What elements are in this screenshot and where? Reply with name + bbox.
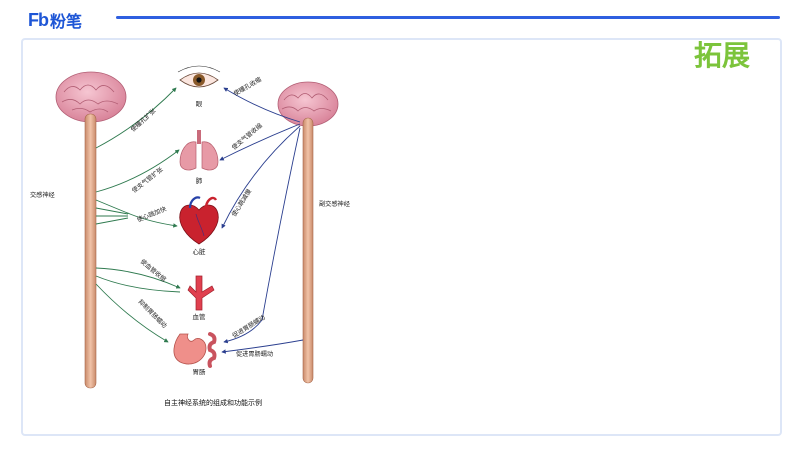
right-brain-icon [277, 81, 339, 127]
organ-label-eye: 眼 [196, 100, 203, 108]
organ-label-lung: 肺 [196, 177, 203, 185]
sympathetic-pathways [95, 87, 181, 343]
sym-path-heart [95, 199, 178, 228]
lung-icon [179, 130, 219, 171]
heart-icon [179, 196, 219, 245]
para-path-lung [219, 123, 301, 161]
para-path-heart [221, 125, 301, 229]
sym-label-bronchus: 使支气管扩张 [130, 165, 165, 195]
parasympathetic-nerve-label: 副交感神经 [319, 200, 350, 208]
para-label-gut-lower: 促进胃肠蠕动 [236, 350, 273, 358]
slide-tag: 拓展 [694, 39, 751, 72]
sym-path-gut [95, 283, 169, 343]
header-rule [116, 16, 780, 19]
para-label-heart: 使心跳减慢 [230, 188, 253, 218]
parasympathetic-pathways [219, 87, 304, 354]
para-path-gut-lower [221, 339, 304, 354]
sym-path-eye [95, 87, 177, 149]
sym-path-lung [95, 149, 180, 193]
slide-frame [21, 38, 782, 436]
right-spinal-cord [302, 117, 314, 384]
sym-label-pupil: 使瞳孔扩张 [129, 106, 158, 133]
brand-mark: Fb [28, 9, 49, 30]
organ-label-vessel: 血管 [193, 312, 207, 321]
brand-logo: Fb 粉笔 [28, 8, 82, 32]
para-path-eye [223, 87, 301, 123]
stomach-intestine-icon [173, 332, 217, 368]
sym-path-vessel [95, 267, 181, 289]
diagram-caption: 自主神经系统的组成和功能示例 [164, 398, 262, 407]
para-label-gut-upper: 促进胃肠蠕动 [231, 313, 267, 339]
blood-vessel-icon [187, 275, 215, 311]
para-label-pupil: 使瞳孔收缩 [232, 75, 263, 97]
para-path-gut-upper [223, 127, 301, 344]
eye-icon [177, 65, 221, 88]
organ-label-heart: 心脏 [193, 247, 207, 256]
brand-name: 粉笔 [50, 12, 83, 31]
sympathetic-nerve-label: 交感神经 [30, 191, 55, 199]
sym-label-vessel: 使血管收缩 [139, 257, 168, 283]
organ-label-gut: 胃肠 [193, 367, 207, 376]
left-spinal-cord [84, 113, 97, 389]
